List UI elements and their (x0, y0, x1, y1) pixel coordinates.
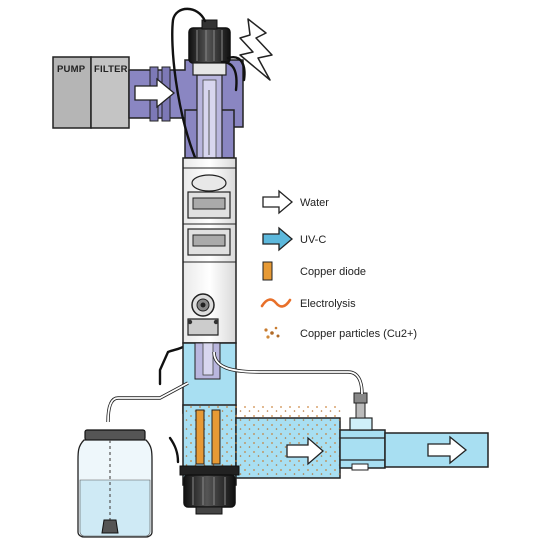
copper-diode-right (211, 409, 221, 465)
legend-label-copper-diode: Copper diode (300, 266, 366, 278)
bottom-cap (179, 465, 240, 515)
filter-label: FILTER (94, 64, 128, 75)
indicator-lamp (191, 174, 227, 192)
legend-item-electrolysis: Electrolysis (260, 298, 356, 310)
legend-item-water: Water (262, 189, 329, 215)
legend-item-copper-diode: Copper diode (262, 261, 366, 281)
outlet-pipe (384, 432, 489, 468)
outlet-water-arrow-icon-2 (427, 435, 468, 465)
reservoir-jar (77, 429, 153, 538)
legend-label-uvc: UV-C (300, 234, 326, 246)
filter-box (90, 56, 130, 129)
legend-label-copper-particles: Copper particles (Cu2+) (300, 328, 417, 340)
pump-filter-unit: PUMP FILTER (52, 56, 130, 129)
top-cap (188, 19, 231, 76)
uvc-arrow-icon (262, 226, 294, 252)
pump-box (52, 56, 92, 129)
legend-item-copper-particles: Copper particles (Cu2+) (264, 326, 417, 340)
legend: Water UV-C Copper diode Electrolysis (260, 189, 417, 340)
copper-particles-icon (264, 326, 280, 339)
water-arrow-icon (262, 189, 294, 215)
outlet-water-arrow-icon-1 (286, 436, 324, 466)
inlet-water-arrow-icon (134, 77, 176, 109)
dosing-tubes (106, 351, 364, 423)
lightning-bolt-icon (239, 18, 273, 81)
copper-diode-icon (262, 261, 273, 281)
legend-label-water: Water (300, 197, 329, 209)
copper-diode-left (195, 409, 205, 465)
legend-label-electrolysis: Electrolysis (300, 298, 356, 310)
control-housing (182, 157, 237, 344)
water-column (182, 342, 237, 414)
electrolysis-wave-icon (260, 298, 292, 308)
injection-fitting (339, 392, 386, 471)
pump-label: PUMP (57, 64, 86, 75)
legend-item-uvc: UV-C (262, 226, 326, 252)
